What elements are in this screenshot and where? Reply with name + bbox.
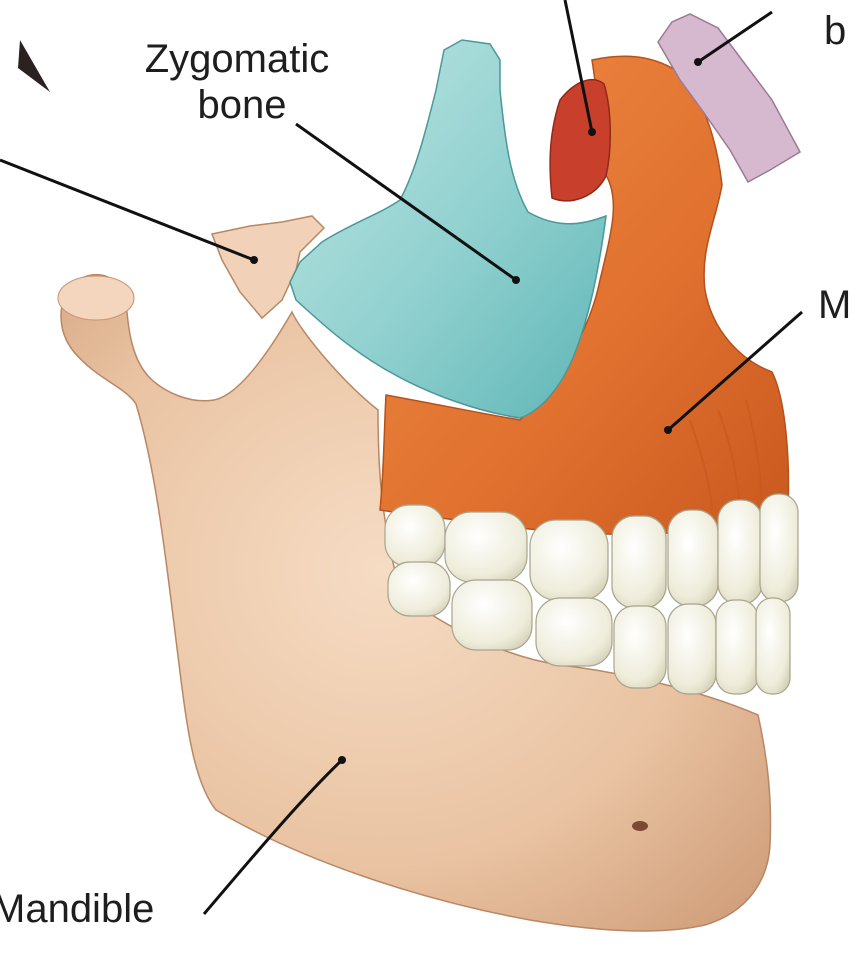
lower-tooth xyxy=(452,580,532,650)
leader-dot xyxy=(338,756,346,764)
upper-tooth xyxy=(445,512,527,582)
upper-tooth xyxy=(612,516,666,608)
leader-dot xyxy=(694,58,702,66)
zygomatic-label-line2: bone xyxy=(198,83,287,127)
lower-tooth xyxy=(668,604,716,694)
pointer-arrow-icon xyxy=(18,40,50,92)
leader-temporal xyxy=(0,160,254,260)
lower-tooth xyxy=(388,562,450,616)
maxilla-partial-label: M xyxy=(818,283,851,327)
upper-tooth xyxy=(668,510,718,606)
mandible-label: Mandible xyxy=(0,887,154,931)
leader-dot xyxy=(250,256,258,264)
lower-tooth xyxy=(716,600,758,694)
leader-dot xyxy=(664,426,672,434)
leader-dot xyxy=(512,276,520,284)
nasal-partial-label: b xyxy=(824,9,846,53)
nasal-cavity xyxy=(550,80,610,201)
mandible-condyle xyxy=(58,276,134,320)
leader-dot xyxy=(588,128,596,136)
lower-tooth xyxy=(536,598,612,666)
lower-tooth xyxy=(756,598,790,694)
upper-tooth xyxy=(385,505,445,567)
upper-tooth xyxy=(760,494,798,602)
upper-tooth xyxy=(530,520,608,600)
mental-foramen xyxy=(632,821,648,831)
zygomatic-bone xyxy=(290,40,606,418)
zygomatic-label-line1: Zygomatic xyxy=(145,37,330,81)
lower-tooth xyxy=(614,606,666,688)
upper-tooth xyxy=(718,500,762,604)
